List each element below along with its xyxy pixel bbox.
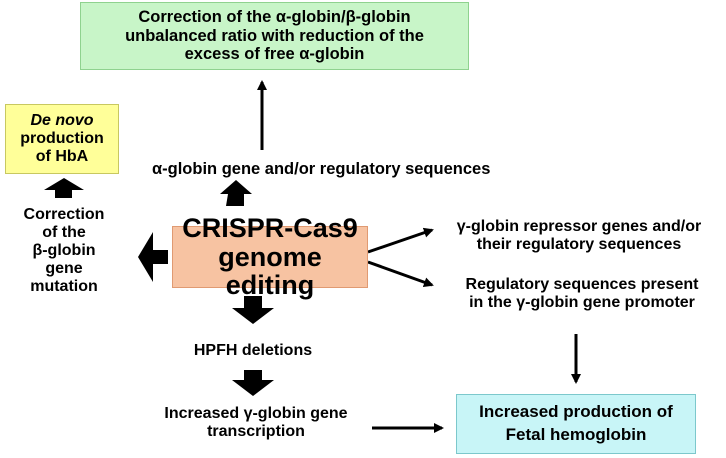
alpha-beta-ratio-line-3: excess of free α-globin [184, 45, 365, 64]
hpfh-deletions-label: HPFH deletions [193, 342, 313, 359]
crispr-line-1: CRISPR-Cas9 [182, 213, 358, 244]
crispr-cas9-box: CRISPR-Cas9 genome editing [172, 214, 368, 299]
gamma-repressor-label: γ-globin repressor genes and/or their re… [434, 218, 724, 254]
beta-correction-line-5: mutation [30, 277, 98, 295]
gamma-promoter-label: Regulatory sequences present in the γ-gl… [440, 276, 724, 312]
beta-correction-line-4: gene [45, 259, 83, 277]
alpha-beta-ratio-line-2: unbalanced ratio with reduction of the [125, 26, 424, 45]
de-novo-line-2: production [20, 130, 104, 148]
repressor-line-1: γ-globin repressor genes and/or [456, 218, 702, 235]
block-arrow-up-crispr [220, 180, 252, 206]
block-arrow-down-transcription [232, 370, 274, 396]
beta-correction-line-3: β-globin [32, 241, 96, 259]
beta-globin-correction-label: Correction of the β-globin gene mutation [4, 206, 124, 296]
promoter-line-2: in the γ-globin gene promoter [469, 293, 695, 311]
repressor-line-2: their regulatory sequences [476, 235, 682, 253]
block-arrow-up-denovo [44, 178, 84, 198]
de-novo-label: De novo [30, 112, 94, 130]
block-arrow-down-hpfh [232, 296, 274, 324]
transcription-line-1: Increased γ-globin gene [164, 405, 348, 422]
beta-correction-line-1: Correction [23, 206, 105, 223]
de-novo-hba-box: De novo production of HbA [5, 104, 119, 174]
block-arrow-left-crispr [138, 232, 168, 282]
fetal-line-1: Increased production of [479, 402, 673, 422]
de-novo-line-3: of HbA [35, 147, 89, 165]
fetal-hemoglobin-box: Increased production of Fetal hemoglobin [456, 394, 696, 454]
promoter-line-1: Regulatory sequences present [465, 276, 699, 293]
alpha-beta-ratio-box: Correction of the α-globin/β-globin unba… [80, 2, 469, 70]
arrow-to-repressor [367, 227, 434, 254]
alpha-globin-target-label: α-globin gene and/or regulatory sequence… [152, 160, 491, 178]
arrow-to-promoter [367, 260, 434, 287]
crispr-line-2: genome editing [218, 241, 322, 301]
fetal-line-2: Fetal hemoglobin [505, 425, 647, 444]
gamma-transcription-label: Increased γ-globin gene transcription [146, 405, 366, 441]
beta-correction-line-2: of the [42, 223, 86, 241]
alpha-beta-ratio-line-1: Correction of the α-globin/β-globin [138, 8, 411, 27]
transcription-line-2: transcription [207, 422, 305, 440]
